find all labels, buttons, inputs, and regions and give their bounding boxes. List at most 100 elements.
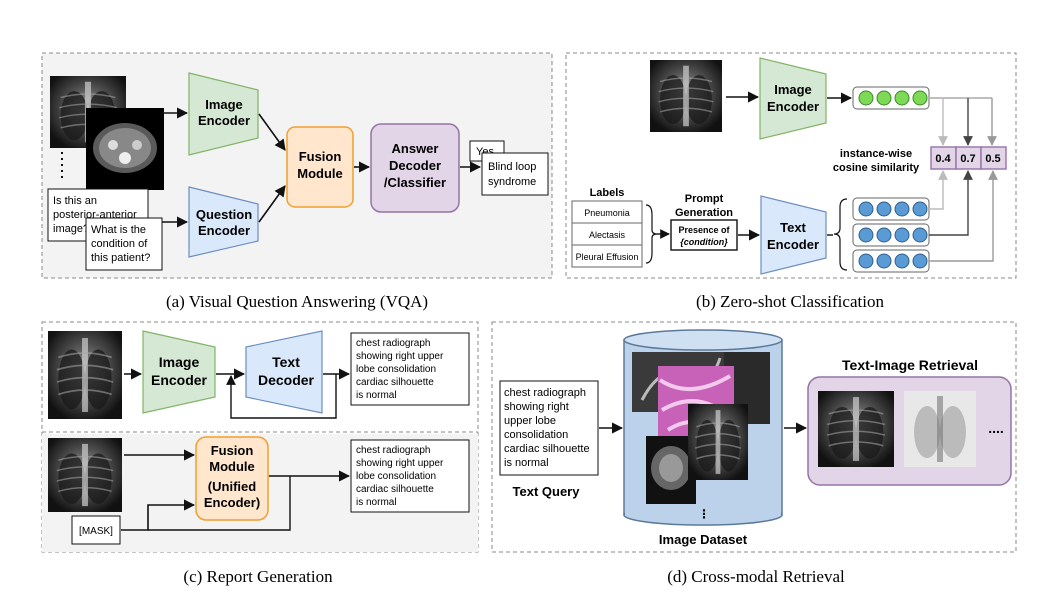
svg-text:Decoder: Decoder	[389, 158, 441, 173]
svg-text:Module: Module	[297, 166, 343, 181]
svg-text:Module: Module	[209, 459, 255, 474]
svg-text:Question: Question	[196, 207, 252, 222]
svg-text:instance-wise: instance-wise	[840, 148, 912, 160]
caption-b: (b) Zero-shot Classification	[696, 292, 884, 311]
svg-text:condition of: condition of	[91, 238, 148, 250]
svg-text:chest radiograph: chest radiograph	[356, 338, 431, 349]
svg-text:consolidation: consolidation	[504, 429, 568, 441]
svg-text:Image: Image	[159, 354, 200, 370]
chest-xray-image	[48, 331, 122, 419]
svg-text:is normal: is normal	[504, 457, 549, 469]
question-encoder-a	[188, 186, 259, 258]
chest-xray-image	[48, 438, 122, 512]
svg-text:(Unified: (Unified	[208, 479, 256, 494]
svg-text:Image: Image	[205, 97, 243, 112]
svg-text:Image Dataset: Image Dataset	[659, 532, 748, 547]
svg-text:Text-Image Retrieval: Text-Image Retrieval	[842, 357, 978, 373]
svg-text:Answer: Answer	[392, 141, 439, 156]
svg-text:Encoder): Encoder)	[204, 495, 260, 510]
svg-text:Alectasis: Alectasis	[589, 230, 626, 240]
ct-scan-image	[86, 108, 164, 190]
report-box-2: chest radiograph showing right upper lob…	[350, 439, 470, 513]
image-encoder-b	[759, 57, 827, 140]
image-encoder-a	[188, 72, 259, 156]
svg-text:syndrome: syndrome	[488, 176, 536, 188]
svg-text:Encoder: Encoder	[151, 372, 208, 388]
chest-xray-image	[650, 60, 722, 132]
svg-text:Presence of: Presence of	[678, 225, 730, 235]
svg-text:showing right upper: showing right upper	[356, 351, 444, 362]
image-embedding	[852, 86, 930, 110]
svg-text:0.4: 0.4	[935, 153, 951, 165]
retrieved-xray-1	[818, 391, 894, 467]
feedback-arrow	[226, 374, 337, 419]
svg-text:Is this an: Is this an	[53, 195, 97, 207]
svg-text:image?: image?	[53, 223, 89, 235]
report-box-1: chest radiograph showing right upper lob…	[350, 332, 470, 406]
text-embeddings	[852, 197, 930, 273]
svg-text:[MASK]: [MASK]	[79, 526, 113, 537]
svg-text:Blind loop: Blind loop	[488, 161, 536, 173]
svg-text:showing right upper: showing right upper	[356, 458, 444, 469]
svg-text:Encoder: Encoder	[198, 113, 250, 128]
caption-d: (d) Cross-modal Retrieval	[667, 567, 845, 586]
arrow	[121, 499, 196, 531]
svg-text:Generation: Generation	[675, 207, 733, 219]
svg-text:cosine similarity: cosine similarity	[833, 162, 920, 174]
chest-xray-image	[688, 404, 748, 480]
svg-text:Encoder: Encoder	[198, 223, 250, 238]
svg-text:Fusion: Fusion	[211, 443, 254, 458]
svg-text:Text: Text	[272, 354, 300, 370]
svg-text:Encoder: Encoder	[767, 237, 819, 252]
svg-text:chest radiograph: chest radiograph	[356, 445, 431, 456]
arrow	[258, 185, 286, 223]
retrieved-xray-2	[904, 391, 976, 467]
svg-text:cardiac silhouette: cardiac silhouette	[356, 484, 434, 495]
similarity-scores: 0.4 0.7 0.5	[930, 146, 1007, 170]
svg-text:is normal: is normal	[356, 497, 397, 508]
svg-text:Pneumonia: Pneumonia	[584, 208, 630, 218]
svg-text:showing right: showing right	[504, 401, 569, 413]
answer-decoder-classifier	[370, 123, 460, 213]
svg-text:cardiac silhouette: cardiac silhouette	[356, 377, 434, 388]
svg-text:/Classifier: /Classifier	[384, 175, 446, 190]
image-encoder-c	[142, 330, 216, 414]
svg-text:Fusion: Fusion	[299, 149, 342, 164]
svg-text:lobe consolidation: lobe consolidation	[356, 364, 436, 375]
panel-c: Image Encoder Text Decoder chest radiogr…	[41, 321, 479, 586]
svg-text:What is the: What is the	[91, 224, 146, 236]
panel-d: chest radiograph showing right upper lob…	[491, 321, 1017, 586]
panel-b: Image Encoder 0.4 0.7 0.5 instance-wise …	[565, 52, 1017, 311]
panel-a: Is this an posterior-anterior image? Wha…	[41, 52, 553, 311]
svg-text:⋮: ⋮	[698, 507, 710, 521]
svg-text:lobe consolidation: lobe consolidation	[356, 471, 436, 482]
arrow	[258, 113, 286, 151]
fusion-module-c	[195, 436, 269, 521]
svg-text:Prompt: Prompt	[685, 193, 724, 205]
svg-text:....: ....	[988, 420, 1004, 436]
prompt-template-box: Presence of {condition}	[670, 219, 738, 251]
answer-box-2: Blind loop syndrome	[481, 152, 549, 196]
caption-c: (c) Report Generation	[183, 567, 333, 586]
svg-text:Image: Image	[774, 82, 812, 97]
text-encoder-b	[760, 195, 827, 275]
mask-token-box: [MASK]	[71, 515, 121, 545]
caption-a: (a) Visual Question Answering (VQA)	[166, 292, 428, 311]
text-query-box: chest radiograph showing right upper lob…	[499, 380, 599, 476]
svg-text:Encoder: Encoder	[767, 99, 819, 114]
svg-text:Text Query: Text Query	[513, 484, 581, 499]
svg-text:is normal: is normal	[356, 390, 397, 401]
svg-text:this patient?: this patient?	[91, 252, 150, 264]
image-dataset-cylinder: ⋮	[623, 329, 783, 526]
fusion-module-a	[286, 126, 354, 208]
svg-text:{condition}: {condition}	[680, 237, 728, 247]
question-box-2: What is the condition of this patient?	[85, 217, 163, 271]
svg-text:Text: Text	[780, 220, 806, 235]
svg-text:chest radiograph: chest radiograph	[504, 387, 586, 399]
svg-text:Labels: Labels	[590, 187, 625, 199]
svg-text:Decoder: Decoder	[258, 372, 315, 388]
svg-text:0.7: 0.7	[960, 153, 975, 165]
labels-list: Pneumonia Alectasis Pleural Effusion	[571, 200, 643, 268]
